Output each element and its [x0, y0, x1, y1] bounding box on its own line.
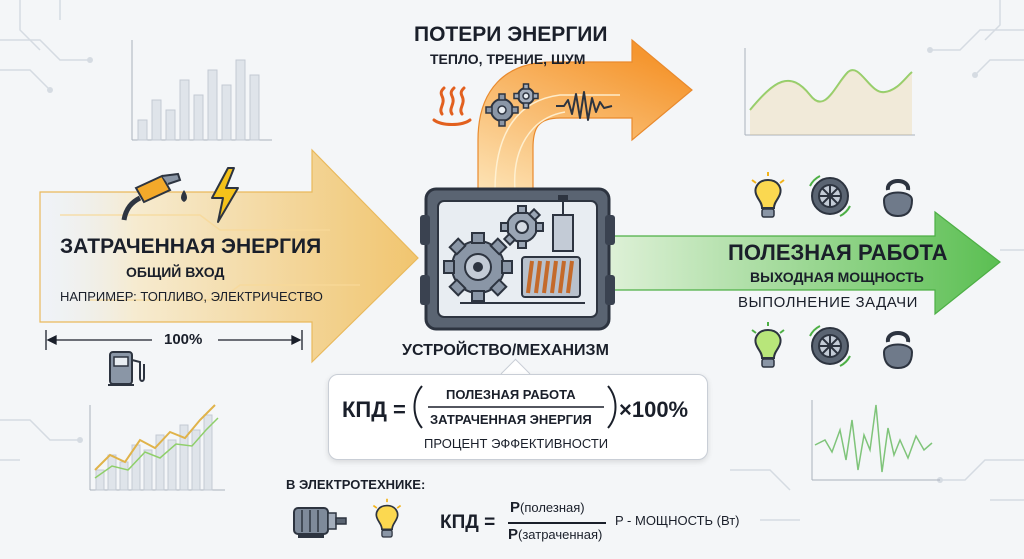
output-subtitle: ВЫХОДНАЯ МОЩНОСТЬ: [750, 269, 924, 285]
denominator-symbol: P: [508, 526, 519, 543]
losses-subtitle: ТЕПЛО, ТРЕНИЕ, ШУМ: [430, 51, 586, 67]
electrical-fraction-line: [508, 522, 606, 524]
formula-multiplier: ×100%: [619, 397, 689, 422]
lightning-icon: [211, 167, 239, 223]
line-chart-topright: [744, 48, 915, 136]
formula-lhs: КПД =: [342, 397, 406, 422]
piston: [552, 195, 574, 252]
gears-icon: [485, 83, 539, 127]
light-bulb-icon: [751, 172, 785, 218]
electrical-numerator: P(полезная): [510, 500, 585, 515]
numerator-symbol: P: [510, 499, 521, 516]
electrical-denominator: P(затраченная): [508, 527, 602, 542]
wheel-icon: [809, 175, 851, 217]
input-subtitle: ОБЩИЙ ВХОД: [126, 264, 225, 280]
fuel-pump-icon: [108, 351, 145, 386]
electrical-heading: В ЭЛЕКТРОТЕХНИКЕ:: [286, 477, 426, 492]
formula-caption: ПРОЦЕНТ ЭФФЕКТИВНОСТИ: [424, 436, 609, 451]
electrical-lhs: КПД =: [440, 512, 496, 533]
waveform-bottomright: [811, 400, 940, 481]
formula-numerator: ПОЛЕЗНАЯ РАБОТА: [446, 387, 576, 402]
light-bulb-icon: [372, 498, 402, 538]
formula-card: [328, 374, 708, 460]
input-percent: 100%: [164, 331, 203, 348]
input-example: НАПРИМЕР: ТОПЛИВО, ЭЛЕКТРИЧЕСТВО: [60, 289, 323, 304]
bar-chart-bottomleft: [89, 404, 225, 491]
sound-wave-icon: [556, 91, 613, 121]
fuel-nozzle-icon: [121, 172, 187, 221]
heat-icon: [432, 86, 472, 126]
formula-denominator: ЗАТРАЧЕННАЯ ЭНЕРГИЯ: [430, 412, 592, 427]
gear-large: [443, 232, 513, 302]
loss-arrow: [477, 38, 693, 196]
kettlebell-icon: [882, 179, 914, 218]
gear-small: [500, 205, 544, 249]
device-label: УСТРОЙСТВО/МЕХАНИЗМ: [402, 342, 609, 359]
mechanism-box: [420, 187, 615, 331]
numerator-subscript: (полезная): [520, 500, 585, 515]
input-title: ЗАТРАЧЕННАЯ ЭНЕРГИЯ: [60, 235, 322, 258]
output-task: ВЫПОЛНЕНИЕ ЗАДАЧИ: [738, 294, 918, 311]
electric-motor-icon: [293, 507, 347, 538]
light-bulb-icon: [751, 322, 785, 368]
wheel-icon: [809, 325, 851, 367]
electrical-note: P - МОЩНОСТЬ (Вт): [615, 513, 740, 528]
output-title: ПОЛЕЗНАЯ РАБОТА: [728, 240, 948, 265]
bar-chart-topleft: [131, 40, 272, 141]
denominator-subscript: (затраченная): [518, 527, 603, 542]
kettlebell-icon: [882, 331, 914, 370]
percent-dimension-line: [45, 330, 303, 350]
formula-fraction-brackets: [413, 385, 617, 429]
losses-title: ПОТЕРИ ЭНЕРГИИ: [414, 23, 608, 46]
output-arrow: [604, 210, 1001, 316]
coil: [460, 256, 585, 304]
